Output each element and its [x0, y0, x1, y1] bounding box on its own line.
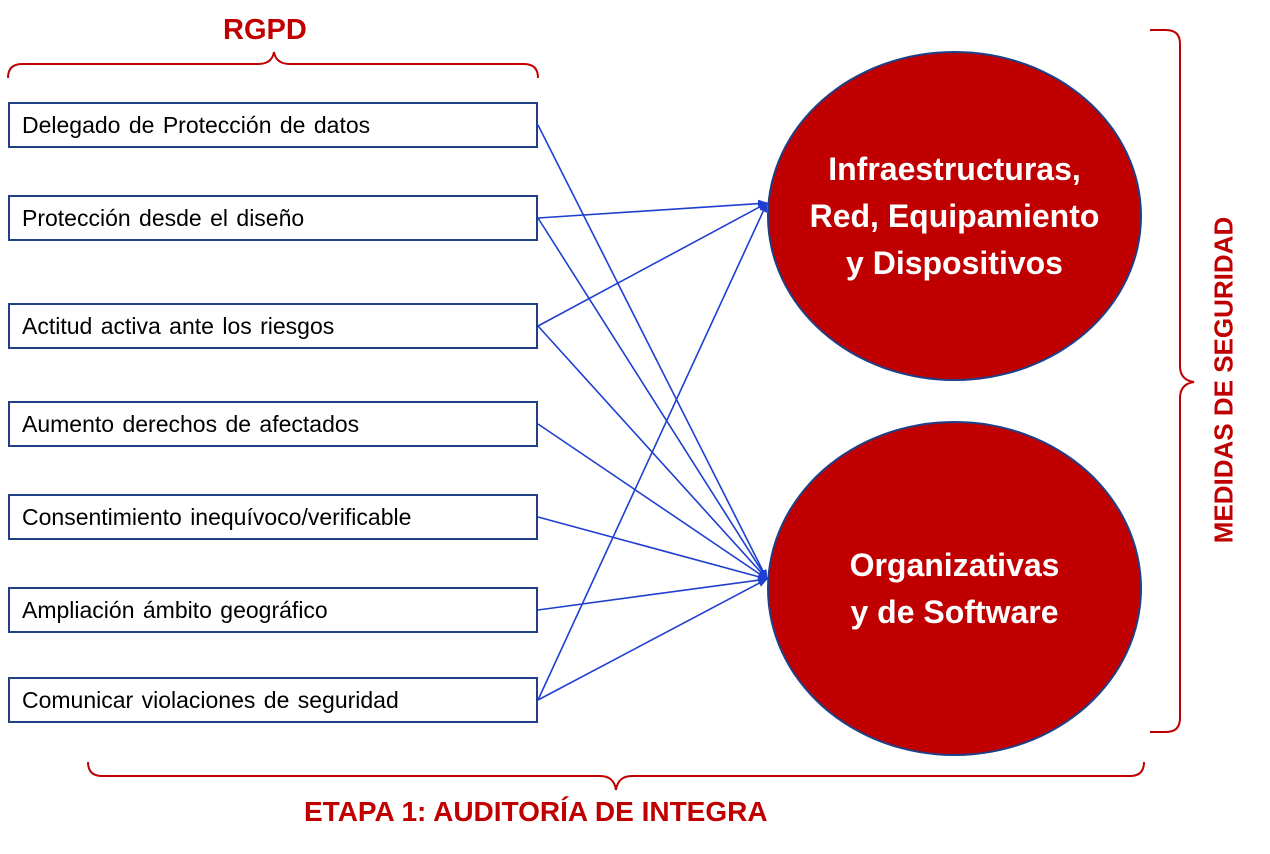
requirement-box-consentimiento: Consentimiento inequívoco/verificable: [8, 494, 538, 540]
requirement-box-ambito-geografico: Ampliación ámbito geográfico: [8, 587, 538, 633]
connector-lines: [537, 124, 768, 701]
connector-3-to-1: [537, 423, 768, 580]
requirement-box-violaciones: Comunicar violaciones de seguridad: [8, 677, 538, 723]
connector-0-to-1: [537, 124, 768, 580]
connector-1-to-0: [537, 199, 768, 219]
requirement-box-proteccion-diseno: Protección desde el diseño: [8, 195, 538, 241]
requirement-box-delegado: Delegado de Protección de datos: [8, 102, 538, 148]
rgpd-label: RGPD: [223, 14, 307, 46]
connector-6-to-0: [537, 202, 768, 701]
connector-1-to-1: [537, 217, 768, 580]
medidas-brace: [1150, 29, 1195, 733]
rgpd-brace: [7, 51, 539, 79]
connector-4-to-1: [537, 516, 768, 581]
etapa-brace: [87, 761, 1145, 791]
connector-2-to-0: [537, 202, 768, 327]
measure-circle-organizativas: Organizativas y de Software: [767, 421, 1142, 756]
etapa-label: ETAPA 1: AUDITORÍA DE INTEGRA: [304, 796, 768, 827]
requirement-box-actitud-riesgos: Actitud activa ante los riesgos: [8, 303, 538, 349]
measure-circle-infraestructuras: Infraestructuras, Red, Equipamiento y Di…: [767, 51, 1142, 381]
medidas-label: MEDIDAS DE SEGURIDAD: [1208, 216, 1239, 544]
connector-5-to-1: [537, 576, 768, 611]
connector-6-to-1: [537, 578, 768, 701]
requirement-box-derechos-afectados: Aumento derechos de afectados: [8, 401, 538, 447]
